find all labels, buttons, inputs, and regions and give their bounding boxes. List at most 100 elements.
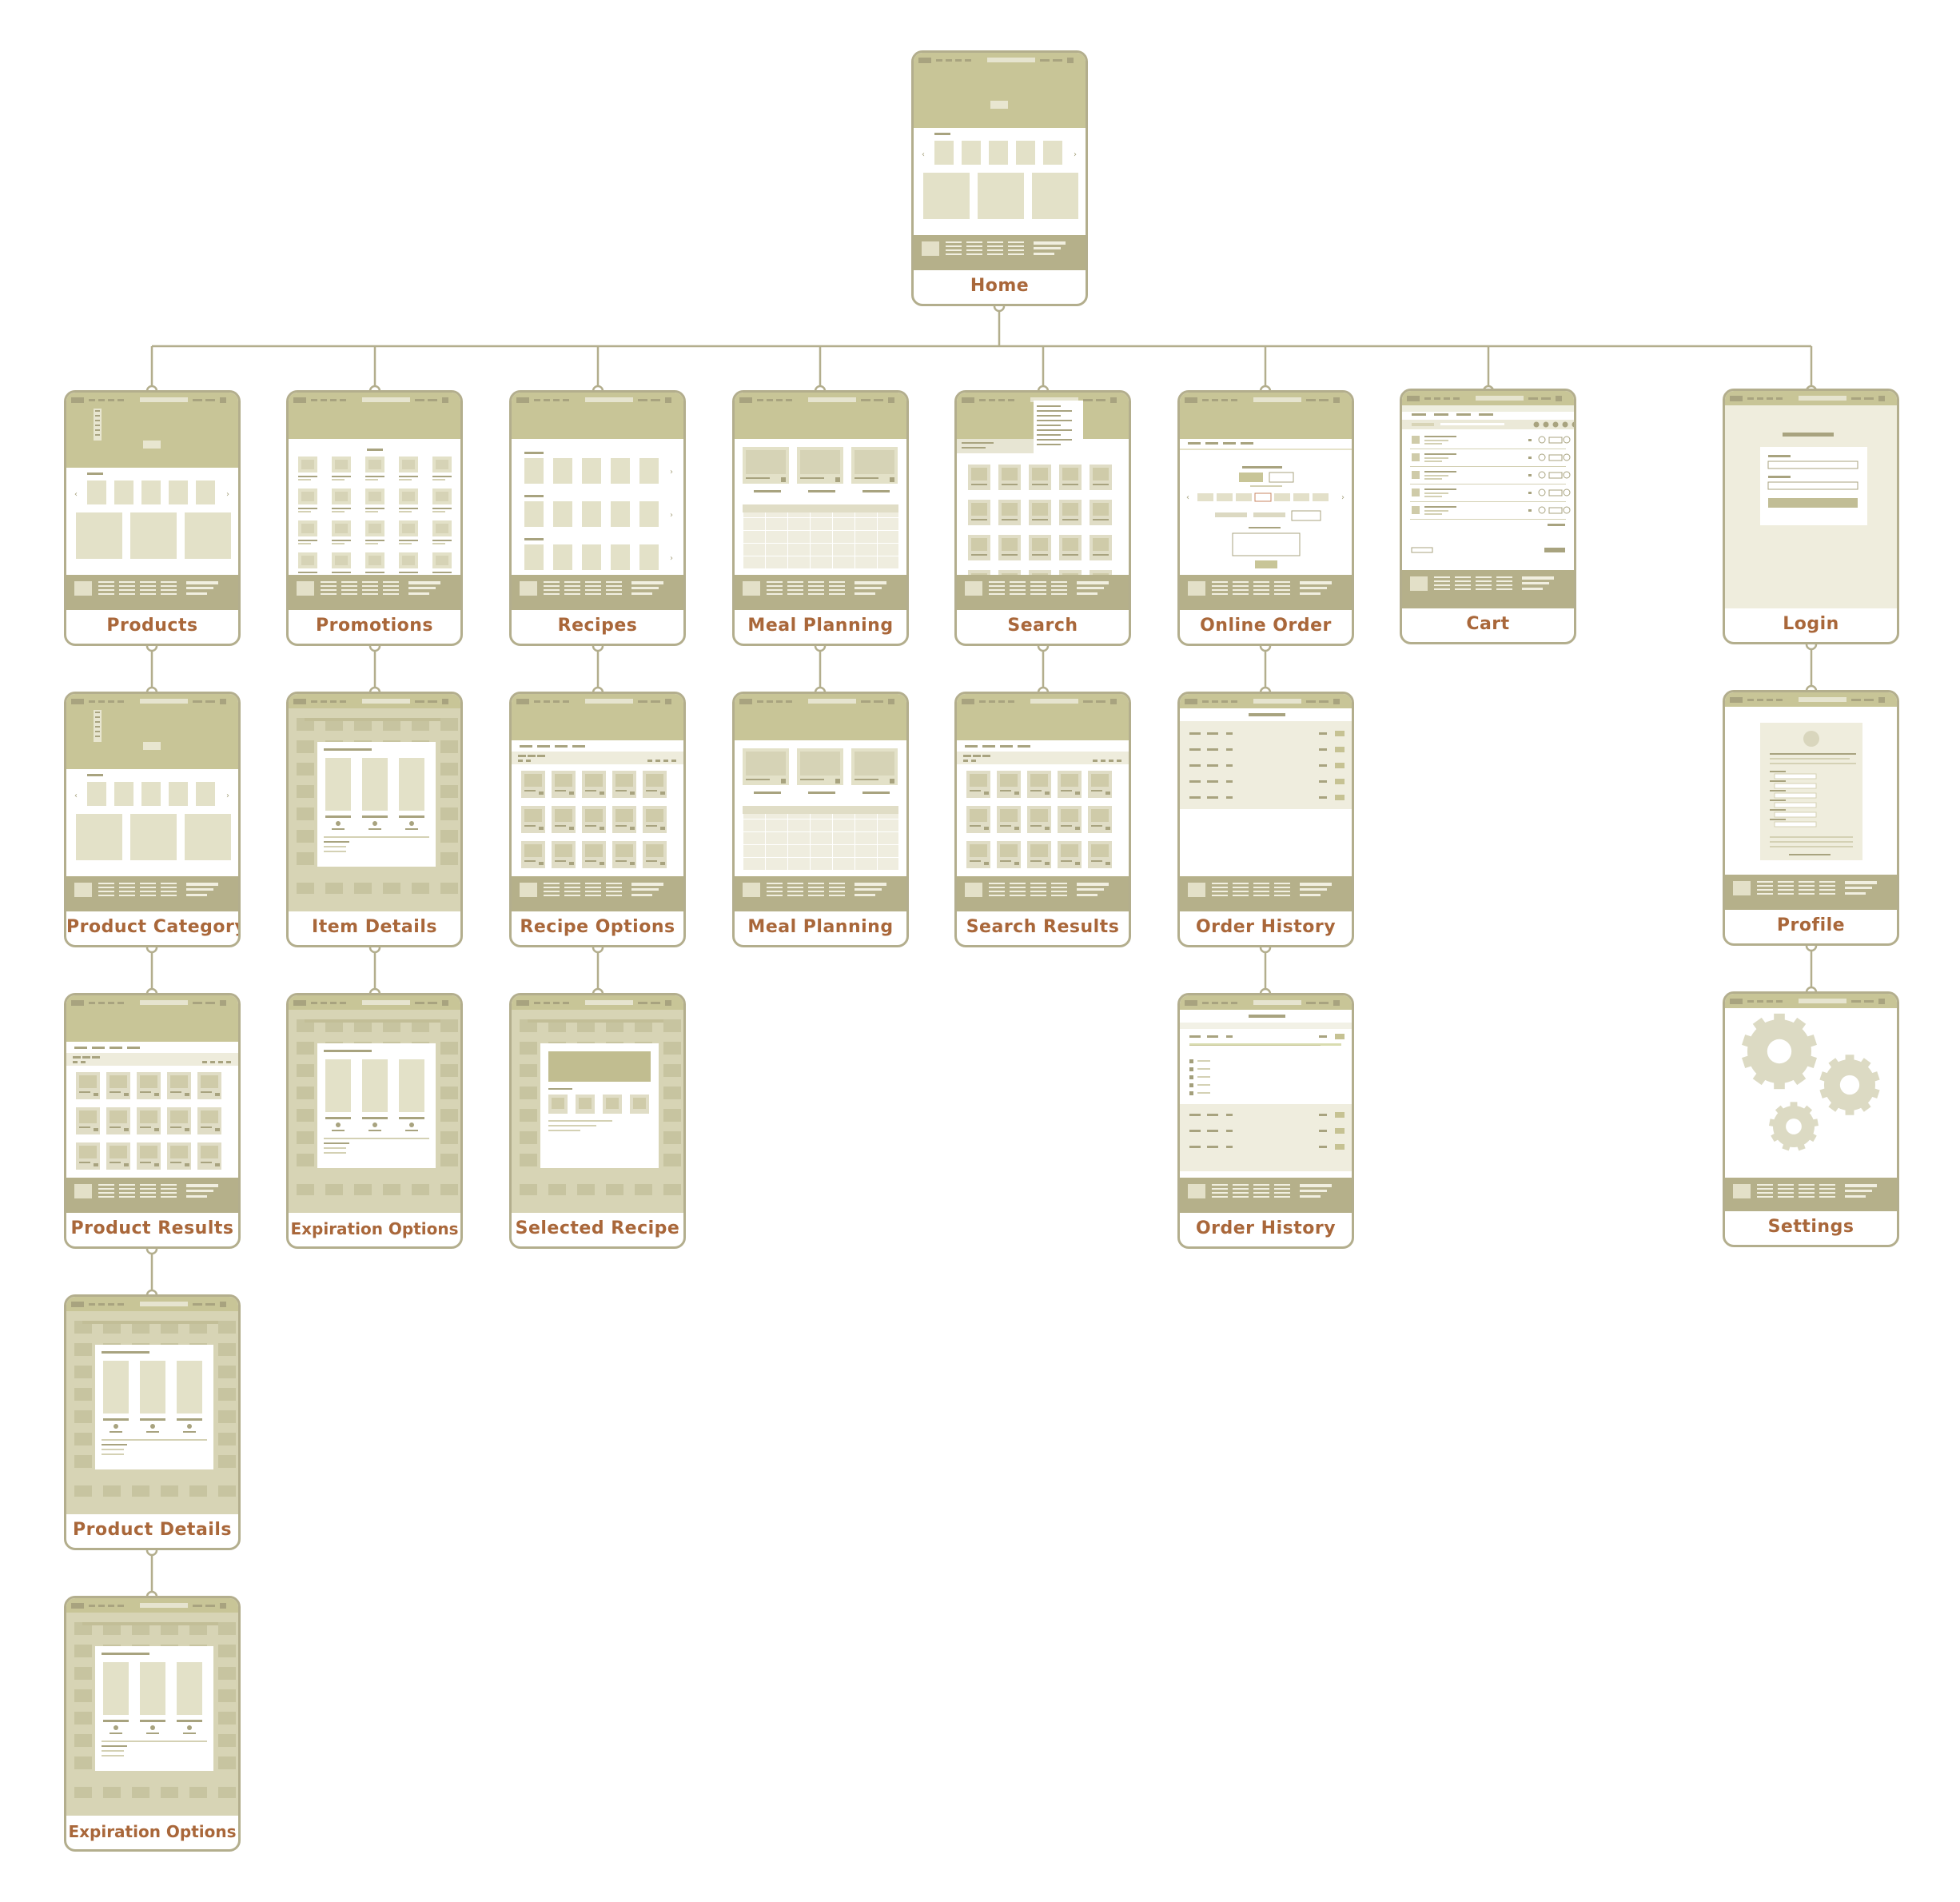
order-history-2-thumbnail <box>1180 995 1352 1213</box>
wireframe-preview: › › › <box>512 393 683 610</box>
screen-label: Cart <box>1466 614 1510 634</box>
selected-recipe-thumbnail <box>512 995 683 1213</box>
wireframe-preview: ‹› <box>914 53 1086 270</box>
screen-label: Online Order <box>1200 616 1332 636</box>
cart-thumbnail <box>1402 391 1574 608</box>
home-thumbnail: ‹› <box>914 53 1086 270</box>
svg-text:›: › <box>1341 493 1345 502</box>
screen-label: Item Details <box>312 917 437 937</box>
recipe-options-thumbnail <box>512 694 683 911</box>
order-history-thumbnail <box>1180 694 1352 911</box>
screen-order-history-2[interactable]: Order History <box>1177 993 1354 1249</box>
wireframe-preview: ‹› <box>1180 393 1352 610</box>
screen-label: Profile <box>1776 915 1846 935</box>
screen-label: Expiration Options <box>68 1822 237 1841</box>
screen-label: Home <box>970 276 1030 296</box>
svg-text:›: › <box>670 554 673 563</box>
wireframe-preview <box>512 694 683 911</box>
screen-meal-planning-2[interactable]: Meal Planning <box>732 692 909 947</box>
screen-label: Product Details <box>73 1520 232 1540</box>
svg-text:›: › <box>226 792 229 800</box>
profile-thumbnail <box>1725 692 1897 910</box>
products-thumbnail: ‹› <box>66 393 238 610</box>
product-details-thumbnail <box>66 1297 238 1514</box>
screen-home[interactable]: ‹› Home <box>911 50 1088 306</box>
screen-product-category[interactable]: ‹› Product Category <box>64 692 241 947</box>
wireframe-preview <box>289 995 460 1213</box>
online-order-thumbnail: ‹› <box>1180 393 1352 610</box>
svg-text:›: › <box>1074 150 1077 159</box>
svg-text:›: › <box>226 490 229 499</box>
login-thumbnail <box>1725 391 1897 608</box>
screen-meal-planning[interactable]: Meal Planning <box>732 390 909 646</box>
screen-cart[interactable]: Cart <box>1400 389 1576 644</box>
screen-expiration-options[interactable]: Expiration Options <box>286 993 463 1249</box>
settings-thumbnail <box>1725 994 1897 1211</box>
screen-search[interactable]: Search <box>954 390 1131 646</box>
recipes-thumbnail: › › › <box>512 393 683 610</box>
screen-selected-recipe[interactable]: Selected Recipe <box>509 993 686 1249</box>
wireframe-preview <box>735 694 906 911</box>
wireframe-preview <box>1725 994 1897 1211</box>
wireframe-preview <box>735 393 906 610</box>
screen-products[interactable]: ‹› Products <box>64 390 241 646</box>
svg-text:‹: ‹ <box>74 490 78 499</box>
screen-settings[interactable]: Settings <box>1723 991 1899 1247</box>
wireframe-preview <box>957 393 1129 610</box>
meal-planning-thumbnail <box>735 393 906 610</box>
product-category-thumbnail: ‹› <box>66 694 238 911</box>
screen-search-results[interactable]: Search Results <box>954 692 1131 947</box>
screen-expiration-options-2[interactable]: Expiration Options <box>64 1596 241 1852</box>
screen-label: Search <box>1007 616 1078 636</box>
wireframe-preview <box>1180 995 1352 1213</box>
screen-label: Product Category <box>66 917 241 937</box>
screen-label: Settings <box>1767 1217 1854 1237</box>
screen-recipe-options[interactable]: Recipe Options <box>509 692 686 947</box>
search-results-thumbnail <box>957 694 1129 911</box>
wireframe-preview <box>66 1598 238 1816</box>
svg-text:›: › <box>670 511 673 520</box>
screen-label: Promotions <box>315 616 434 636</box>
screen-label: Login <box>1783 614 1839 634</box>
svg-text:›: › <box>670 468 673 476</box>
screen-label: Meal Planning <box>747 917 894 937</box>
wireframe-preview <box>66 995 238 1213</box>
screen-label: Selected Recipe <box>515 1218 680 1238</box>
screen-label: Recipe Options <box>520 917 675 937</box>
wireframe-preview <box>1725 692 1897 910</box>
screen-item-details[interactable]: Item Details <box>286 692 463 947</box>
screen-product-details[interactable]: Product Details <box>64 1294 241 1550</box>
product-results-thumbnail <box>66 995 238 1213</box>
wireframe-preview <box>1402 391 1574 608</box>
meal-planning-2-thumbnail <box>735 694 906 911</box>
screen-product-results[interactable]: Product Results <box>64 993 241 1249</box>
wireframe-preview <box>289 694 460 911</box>
wireframe-preview <box>957 694 1129 911</box>
screen-order-history[interactable]: Order History <box>1177 692 1354 947</box>
expiration-options-thumbnail <box>289 995 460 1213</box>
wireframe-preview <box>1725 391 1897 608</box>
svg-text:‹: ‹ <box>74 792 78 800</box>
svg-text:‹: ‹ <box>922 150 925 159</box>
screen-label: Order History <box>1195 917 1337 937</box>
screen-label: Product Results <box>70 1218 234 1238</box>
search-thumbnail <box>957 393 1129 610</box>
screen-promotions[interactable]: Promotions <box>286 390 463 646</box>
promotions-thumbnail <box>289 393 460 610</box>
screen-profile[interactable]: Profile <box>1723 690 1899 946</box>
item-details-thumbnail <box>289 694 460 911</box>
expiration-options-2-thumbnail <box>66 1598 238 1816</box>
wireframe-preview: ‹› <box>66 393 238 610</box>
screen-label: Expiration Options <box>290 1219 459 1238</box>
wireframe-preview <box>512 995 683 1213</box>
wireframe-preview <box>66 1297 238 1514</box>
screen-label: Meal Planning <box>747 616 894 636</box>
wireframe-preview <box>1180 694 1352 911</box>
wireframe-preview <box>289 393 460 610</box>
screen-label: Order History <box>1195 1218 1337 1238</box>
screen-recipes[interactable]: ››› Recipes <box>509 390 686 646</box>
svg-text:‹: ‹ <box>1186 493 1189 502</box>
screen-online-order[interactable]: ‹› Online Order <box>1177 390 1354 646</box>
screen-label: Search Results <box>966 917 1120 937</box>
screen-login[interactable]: Login <box>1723 389 1899 644</box>
